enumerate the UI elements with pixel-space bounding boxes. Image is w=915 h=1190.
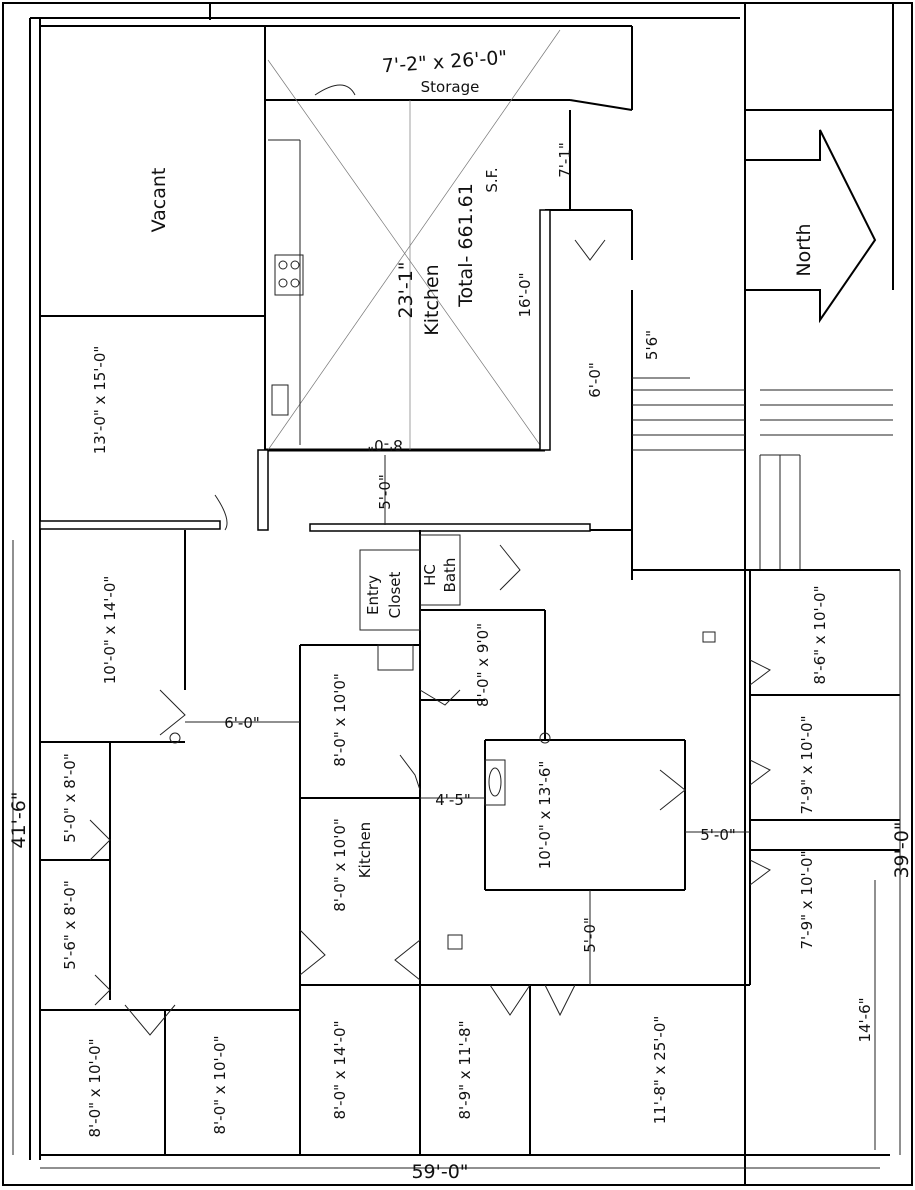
room-8x10-a-label: 8'-0" x 10'-0" [86, 1038, 104, 1137]
door-swing [499, 544, 521, 591]
door-swing [659, 769, 686, 811]
outlet-icon [702, 631, 716, 643]
north-label: North [793, 223, 815, 276]
hatched-wall-b [539, 209, 551, 451]
total-sf-label: Total- 661.61 [455, 183, 477, 308]
storage-wall-angle [569, 99, 633, 111]
room-8x11-label: 8'-9" x 11'-8" [456, 1020, 474, 1119]
room-10x14-label: 10'-0" x 14'-0" [101, 576, 119, 685]
room-8x14-label: 8'-0" x 14'-0" [331, 1020, 349, 1119]
door-swing [399, 754, 421, 791]
room-8x10-kitchen-label: 8'-0" x 10'0" [331, 818, 349, 912]
door-swing [749, 859, 771, 886]
burner-icon [278, 260, 288, 270]
door-swing [314, 84, 356, 96]
room-8x10-b-label: 8'-0" x 10'-0" [211, 1035, 229, 1134]
total-unit-label: S.F. [483, 167, 501, 192]
room-13x15-label: 13'-0" x 15'-0" [91, 346, 109, 455]
column-icon [539, 732, 551, 744]
burner-icon [290, 278, 300, 288]
door-swing [89, 819, 111, 861]
hatched-wall-d [309, 523, 591, 532]
hatched-wall-c [39, 520, 221, 530]
fixture-icon [377, 644, 414, 671]
door-swing [214, 494, 228, 531]
dim-8-0-kitchen: 8'-0" [367, 436, 403, 454]
sink-icon [271, 384, 289, 416]
dim-7-1: 7'-1" [556, 142, 574, 178]
room-8x9-label: 8'-0" x 9'0" [474, 623, 492, 707]
hc-bath [419, 534, 461, 606]
door-swing [489, 984, 531, 1016]
room-5x8-b-label: 5'-6" x 8'-0" [61, 880, 79, 969]
dim-41-6: 41'-6" [8, 791, 30, 848]
room-5x8-a-label: 5'-0" x 8'-0" [61, 753, 79, 842]
hatched-wall-a [257, 449, 269, 531]
vacant-label: Vacant [148, 168, 170, 233]
storage-dim-label: 7'-2" x 26'-0" [381, 47, 508, 78]
room-8x10-label: 8'-0" x 10'0" [331, 673, 349, 767]
dim-5-0-c: 5'-0" [581, 917, 599, 953]
room-7x10-a-label: 7'-9" x 10'-0" [798, 715, 816, 814]
closet-label: Closet [386, 572, 404, 619]
door-swing [159, 689, 186, 736]
dim-59-0: 59'-0" [411, 1161, 468, 1183]
door-swing [299, 929, 326, 976]
tub-icon [484, 759, 506, 806]
dim-5-0-hall: 5'-0" [376, 474, 394, 510]
bath-label: Bath [441, 558, 459, 593]
burner-icon [278, 278, 288, 288]
room-7x10-b-label: 7'-9" x 10'-0" [798, 850, 816, 949]
hc-label: HC [421, 564, 439, 586]
dim-14-6: 14'-6" [856, 997, 874, 1042]
door-swing [749, 659, 771, 686]
dim-39-0: 39'-0" [891, 821, 913, 878]
stove-icon [274, 254, 304, 296]
toilet-icon [488, 767, 502, 797]
kitchen-small-label: Kitchen [356, 822, 374, 878]
door-swing [419, 689, 461, 706]
burner-icon [290, 260, 300, 270]
room-8x10-right-label: 8'-6" x 10'-0" [811, 585, 829, 684]
dim-5-0-b: 5'-0" [700, 826, 736, 844]
door-swing [749, 759, 771, 786]
kitchen-top-label: Kitchen [421, 264, 443, 335]
door-swing [124, 1004, 176, 1036]
dim-6-0: 6'-0" [586, 362, 604, 398]
room-10x13-label: 10'-0" x 13'-6" [536, 761, 554, 870]
north-arrow-icon [744, 129, 877, 324]
door-swing [94, 974, 111, 1006]
dim-16-0: 16'-0" [516, 272, 534, 317]
entry-label: Entry [364, 575, 382, 615]
kitchen-diagonal-a [267, 29, 561, 451]
room-11x25-label: 11'-8" x 25'-0" [651, 1016, 669, 1125]
kitchen-top-dim: 23'-1" [395, 261, 417, 318]
door-swing [394, 939, 421, 981]
column-icon [169, 732, 181, 744]
door-swing [574, 239, 606, 261]
dim-4-5: 4'-5" [435, 791, 471, 809]
door-swing [544, 984, 576, 1017]
dim-5-6: 5'6" [643, 330, 661, 360]
outlet-icon [447, 934, 463, 950]
dim-6-0-mid: 6'-0" [224, 714, 260, 732]
storage-label: Storage [421, 78, 480, 96]
kitchen-diagonal-b [267, 59, 541, 446]
